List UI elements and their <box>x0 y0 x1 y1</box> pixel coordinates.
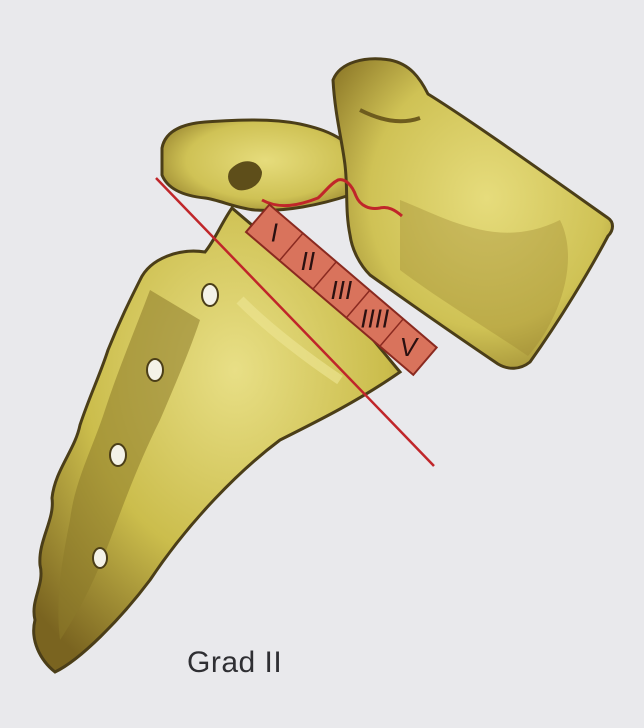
sacral-foramen <box>93 548 107 568</box>
grade-label-4: IIII <box>360 303 389 333</box>
grade-label-2: II <box>301 246 315 276</box>
sacral-foramen <box>110 444 126 466</box>
grade-caption: Grad II <box>187 646 282 680</box>
grade-label-3: III <box>330 275 352 305</box>
grade-label-5: V <box>400 332 420 362</box>
sacral-foramen <box>147 359 163 381</box>
grade-label-1: I <box>271 218 278 248</box>
sacral-foramen <box>202 284 218 306</box>
